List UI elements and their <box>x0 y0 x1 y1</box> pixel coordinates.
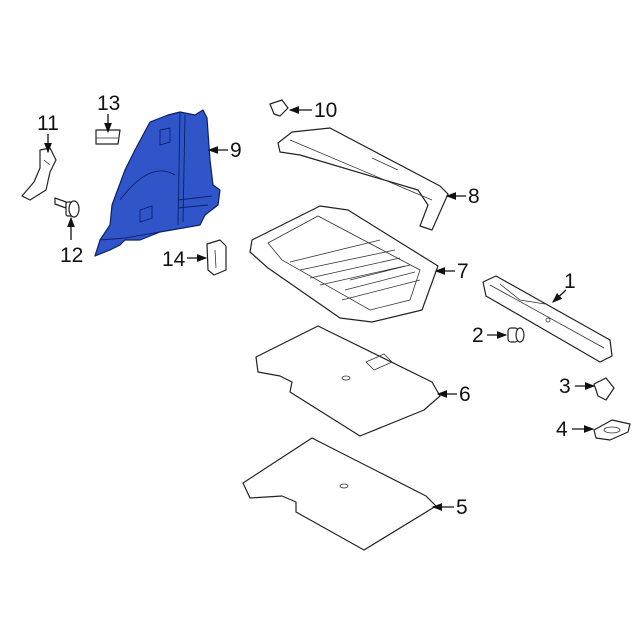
part-6-floor-mat[interactable] <box>255 325 441 437</box>
callout-10: 10 <box>314 99 337 122</box>
callout-4: 4 <box>556 418 568 441</box>
part-10-push-pin[interactable] <box>269 99 289 117</box>
callout-11: 11 <box>37 112 59 135</box>
part-3-clip[interactable] <box>593 377 615 401</box>
part-12-bolt[interactable] <box>54 197 80 218</box>
callout-1: 1 <box>564 270 576 293</box>
part-1-sill-plate[interactable] <box>482 275 613 363</box>
part-14-cover[interactable] <box>206 239 227 276</box>
callout-8: 8 <box>468 185 480 208</box>
callout-5: 5 <box>456 496 468 519</box>
callout-2: 2 <box>472 324 484 347</box>
part-4-grommet[interactable] <box>593 419 631 441</box>
callout-13: 13 <box>97 92 120 115</box>
part-13-clip[interactable] <box>95 129 121 145</box>
part-2-clip[interactable] <box>507 327 525 343</box>
part-5-floor-mat[interactable] <box>242 437 437 551</box>
part-8-cargo-cover[interactable] <box>277 127 449 231</box>
callout-7: 7 <box>457 260 469 283</box>
callout-12: 12 <box>60 244 83 267</box>
callout-14: 14 <box>162 248 186 271</box>
callout-3: 3 <box>559 375 571 398</box>
leader-lines <box>44 106 596 511</box>
callout-6: 6 <box>459 383 471 406</box>
part-11-bracket[interactable] <box>21 147 57 201</box>
callout-9: 9 <box>230 139 242 162</box>
part-9-quarter-trim-panel[interactable] <box>94 109 221 257</box>
part-7-floor-panel[interactable] <box>249 205 439 323</box>
